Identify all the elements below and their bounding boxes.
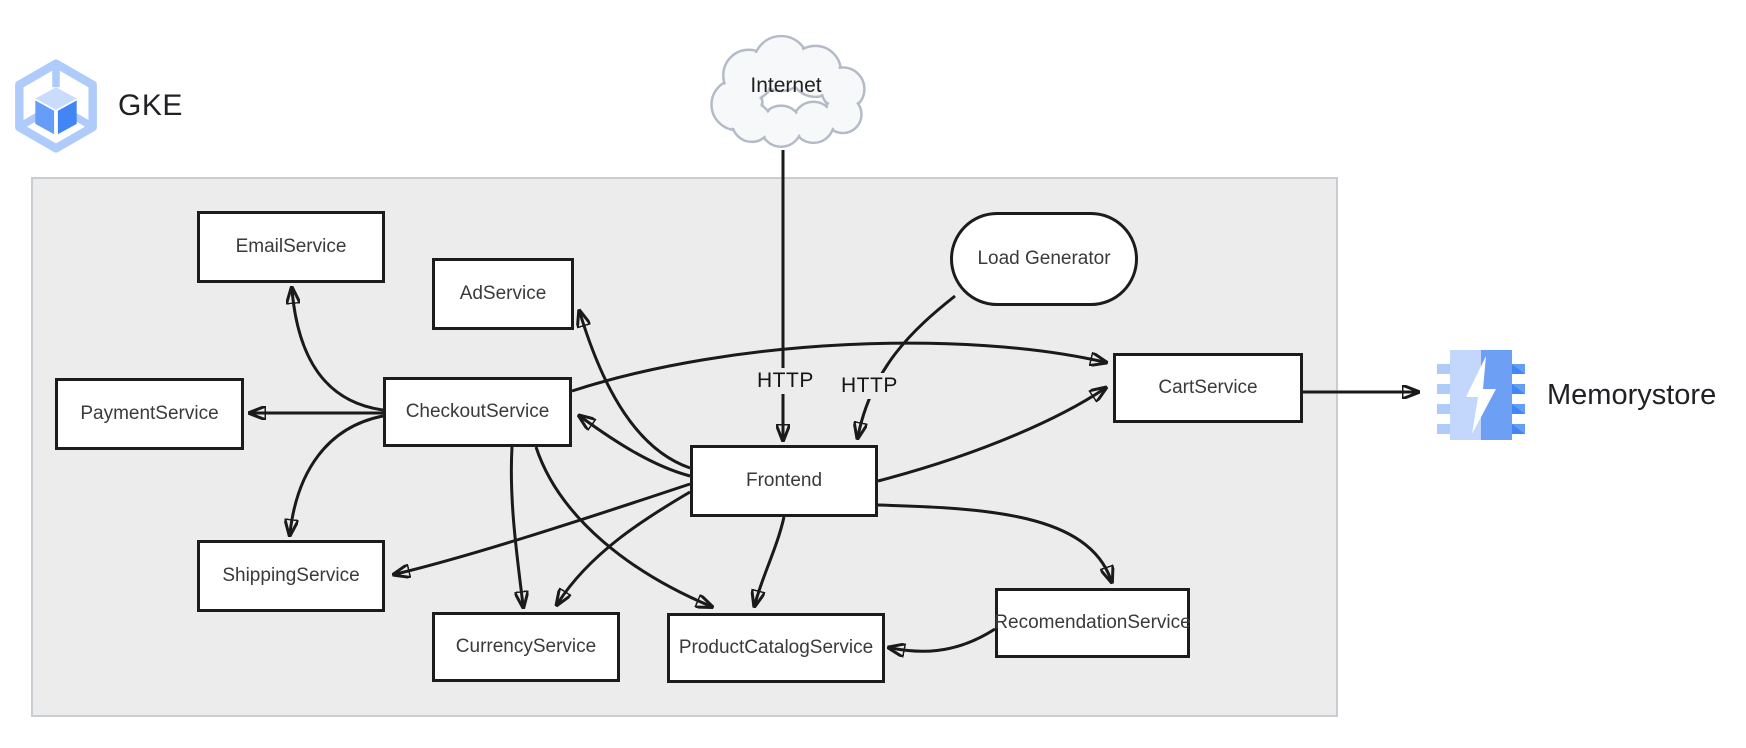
node-load-generator: Load Generator <box>950 212 1138 306</box>
node-checkoutservice: CheckoutService <box>383 377 572 447</box>
node-paymentservice: PaymentService <box>55 378 244 450</box>
node-emailservice: EmailService <box>197 211 385 283</box>
memorystore: Memorystore <box>1437 350 1716 440</box>
memorystore-icon <box>1437 350 1525 440</box>
node-productcatalogservice: ProductCatalogService <box>667 613 885 683</box>
http-label-loadgenerator: HTTP <box>837 373 902 399</box>
internet-cloud-icon <box>688 24 884 152</box>
gke-icon <box>15 59 97 153</box>
gke-label: GKE <box>118 89 183 122</box>
node-cartservice: CartService <box>1113 353 1303 423</box>
node-adservice: AdService <box>432 258 574 330</box>
gke-logo: GKE <box>8 58 258 154</box>
node-recomendationservice: RecomendationService <box>994 588 1191 658</box>
http-label-internet: HTTP <box>753 368 818 394</box>
node-shippingservice: ShippingService <box>197 540 385 612</box>
node-currencyservice: CurrencyService <box>432 612 620 682</box>
memorystore-label: Memorystore <box>1547 378 1717 411</box>
node-frontend: Frontend <box>690 445 878 517</box>
internet-label: Internet <box>750 74 822 97</box>
